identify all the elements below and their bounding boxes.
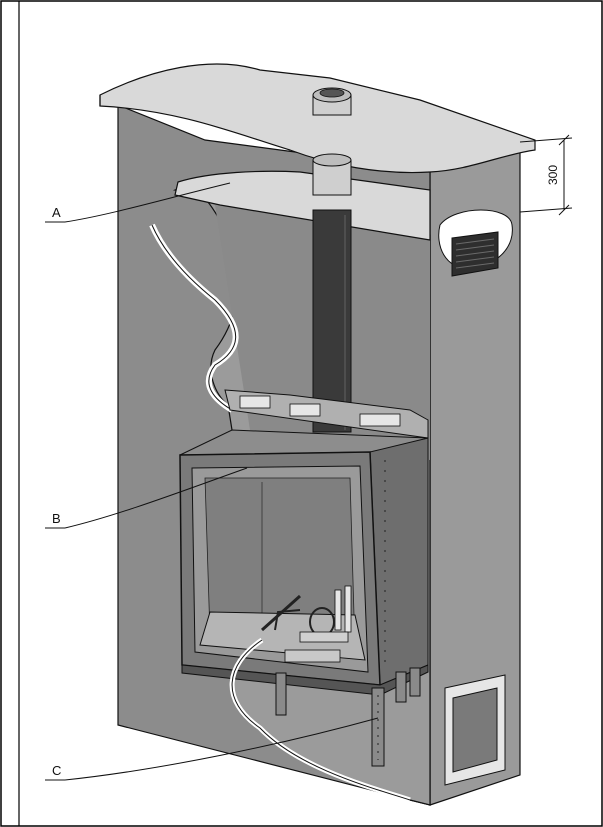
insert-leg-rear-right: [395, 671, 407, 703]
decompression-chamber-slab: [174, 170, 431, 241]
cutout-edge-line: [151, 224, 237, 411]
insert-leg-rear-far: [409, 667, 421, 697]
callout-a-leader: [64, 182, 231, 223]
ceiling-slab-top: [99, 63, 536, 174]
hot-air-grille-slats: [455, 238, 495, 269]
dimension-extension-bottom: [519, 207, 573, 213]
callout-b-leader: [64, 467, 248, 529]
callout-a-label: A: [52, 205, 61, 220]
insert-bottom-plate: [181, 664, 429, 696]
dimension-label: 300: [546, 165, 560, 185]
insert-leg-front-left: [275, 672, 287, 716]
air-inlet-grille: [452, 687, 498, 773]
dimension-extension-top: [519, 137, 573, 143]
firebox-floor: [199, 611, 366, 661]
andiron-left: [334, 589, 342, 631]
insert-air-damper: [284, 649, 341, 663]
log-holder-bar: [260, 594, 302, 632]
andiron-right: [344, 585, 352, 633]
callout-b-label: B: [52, 511, 61, 526]
bottom-cutout-edge: [231, 639, 411, 801]
callout-c-leader: [64, 717, 379, 781]
callout-c-label: C: [52, 763, 61, 778]
